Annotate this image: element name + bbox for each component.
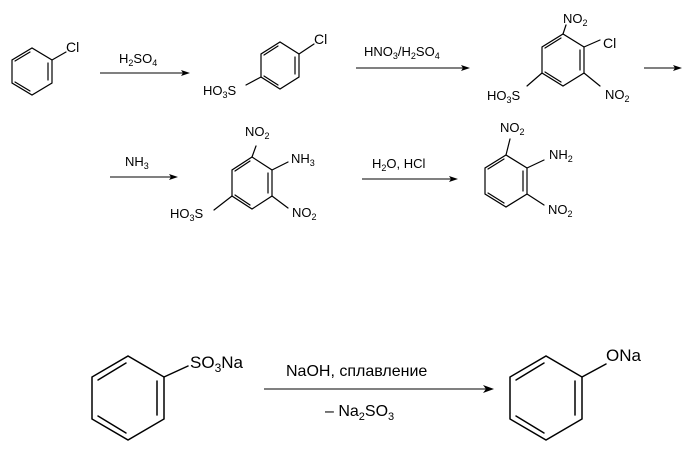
conditions-bottom: – Na2SO3 — [325, 403, 394, 423]
no2-label: NO2 — [605, 87, 630, 104]
sodium-phenoxide-structure: ONa — [509, 346, 642, 441]
benzene-ring — [541, 33, 585, 87]
conditions-top: NaOH, сплавление — [286, 363, 427, 380]
cl-label: Cl — [314, 31, 327, 47]
cl-label: Cl — [66, 39, 79, 55]
fusion-reaction-arrow: NaOH, сплавление – Na2SO3 — [264, 363, 494, 423]
no2-label: NO2 — [292, 205, 317, 222]
benzene-ring — [11, 47, 53, 96]
reagent-h2so4: H2SO4 — [119, 51, 157, 68]
nh3-label: NH3 — [291, 151, 315, 168]
chlorodinitrobenzenesulfonic-acid-structure: NO2 Cl NO2 HO3S — [487, 11, 630, 105]
benzene-ring — [509, 355, 583, 441]
ho3s-label: HO3S — [487, 88, 521, 105]
reaction-arrow-4: H2O, HCl — [362, 156, 458, 182]
ho3s-label: HO3S — [203, 83, 237, 100]
reagent-nh3: NH3 — [125, 154, 149, 171]
chlorobenzenesulfonic-acid-structure: Cl HO3S — [203, 31, 327, 100]
reaction-arrow-1: H2SO4 — [100, 51, 190, 76]
benzene-ring — [91, 355, 165, 441]
reagent-h2o-hcl: H2O, HCl — [372, 156, 426, 173]
aminodinitrobenzenesulfonic-acid-structure: NO2 NH3 NO2 HO3S — [170, 124, 317, 223]
nh2-label: NH2 — [549, 147, 573, 164]
reagent-hno3-h2so4: HNO3/H2SO4 — [364, 44, 440, 61]
so3na-label: SO3Na — [190, 353, 244, 375]
continuation-arrow — [644, 65, 682, 71]
benzene-ring — [231, 156, 273, 210]
chlorobenzene-structure: Cl — [11, 39, 79, 96]
sodium-benzenesulfonate-structure: SO3Na — [91, 353, 244, 441]
no2-label: NO2 — [548, 202, 573, 219]
benzene-ring — [260, 41, 300, 90]
ona-label: ONa — [606, 346, 642, 365]
dinitroaniline-structure: NO2 NH2 NO2 — [484, 120, 573, 219]
reaction-arrow-2: HNO3/H2SO4 — [356, 44, 470, 71]
no2-label: NO2 — [245, 124, 270, 141]
benzene-ring — [484, 154, 528, 208]
ho3s-label: HO3S — [170, 206, 204, 223]
reaction-arrow-3: NH3 — [110, 154, 178, 180]
no2-label: NO2 — [500, 120, 525, 137]
cl-label: Cl — [603, 35, 616, 51]
no2-label: NO2 — [563, 11, 588, 28]
